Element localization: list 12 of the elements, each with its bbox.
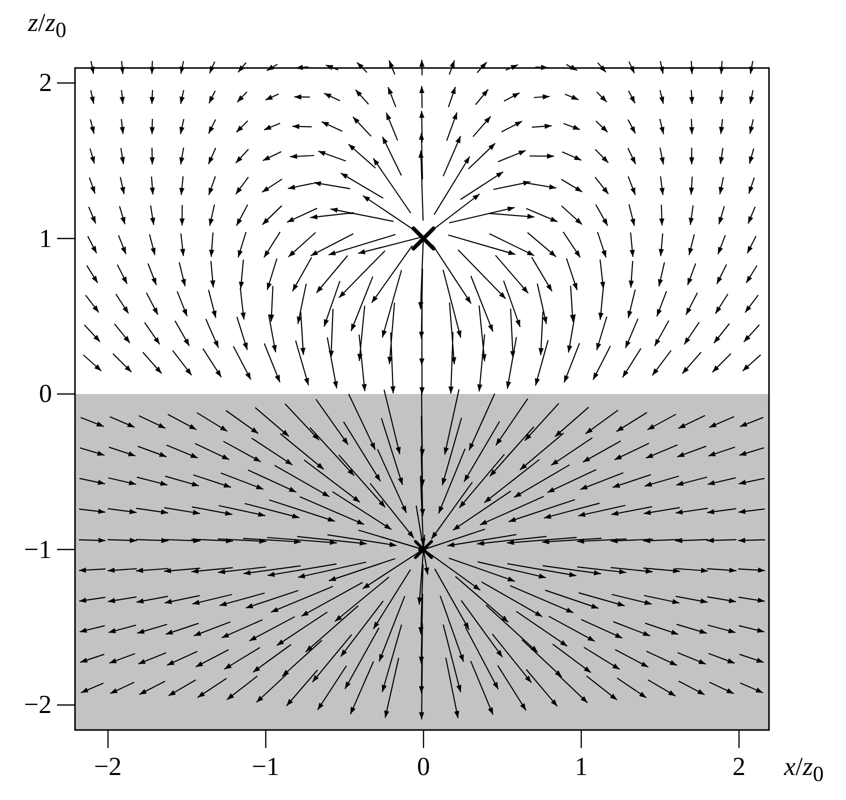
tick-label: 1 <box>574 752 588 782</box>
tick-label: −2 <box>24 690 52 720</box>
tick-label: −1 <box>252 752 280 782</box>
tick-label: −2 <box>94 752 122 782</box>
tick-label: −1 <box>24 534 52 564</box>
tick-label: 2 <box>39 68 52 98</box>
tick-label: 1 <box>39 224 52 254</box>
tick-label: 0 <box>417 752 430 782</box>
tick-label: 2 <box>732 752 746 782</box>
tick-label: 0 <box>39 379 52 409</box>
axis-label: z/z$_{0}$ <box>28 8 66 44</box>
axis-label: x/z$_{0}$ <box>784 752 824 788</box>
